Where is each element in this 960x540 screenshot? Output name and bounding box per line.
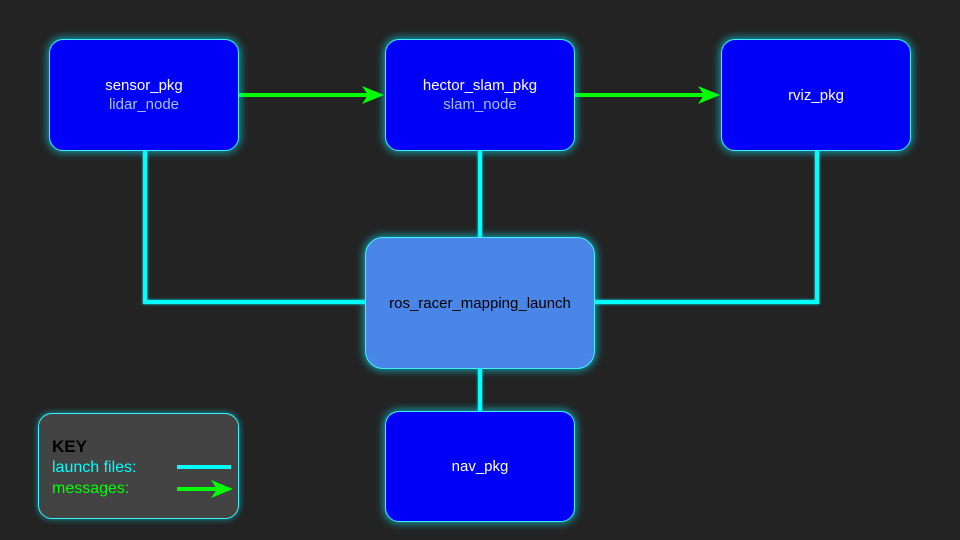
node-title: sensor_pkg <box>105 77 183 94</box>
node-rviz-pkg[interactable]: rviz_pkg <box>721 39 911 151</box>
node-sensor-pkg[interactable]: sensor_pkg lidar_node <box>49 39 239 151</box>
message-arrowhead-sensor-hector <box>362 86 384 104</box>
legend-row-messages: messages: <box>52 478 238 499</box>
legend-launch-label: launch files: <box>52 459 137 476</box>
node-ros-racer-mapping-launch[interactable]: ros_racer_mapping_launch <box>365 237 595 369</box>
legend-title: KEY <box>52 437 87 456</box>
message-arrowhead-hector-rviz <box>698 86 720 104</box>
launch-edge-sensor <box>143 151 365 304</box>
legend-messages-label: messages: <box>52 480 130 497</box>
node-title: rviz_pkg <box>788 86 844 104</box>
node-title: hector_slam_pkg <box>422 77 538 94</box>
legend-launch-line-sample <box>177 465 231 469</box>
node-subtitle: lidar_node <box>108 96 180 113</box>
node-hector-slam-pkg[interactable]: hector_slam_pkg slam_node <box>385 39 575 151</box>
node-title: nav_pkg <box>451 458 509 475</box>
node-subtitle: slam_node <box>443 96 517 113</box>
node-title: ros_racer_mapping_launch <box>389 294 571 312</box>
legend-key: KEY launch files: messages: <box>38 413 239 519</box>
legend-row-launch: launch files: <box>52 457 238 478</box>
node-nav-pkg[interactable]: nav_pkg <box>385 411 575 522</box>
legend-message-arrow-sample <box>177 480 233 498</box>
launch-edge-rviz <box>595 151 819 304</box>
